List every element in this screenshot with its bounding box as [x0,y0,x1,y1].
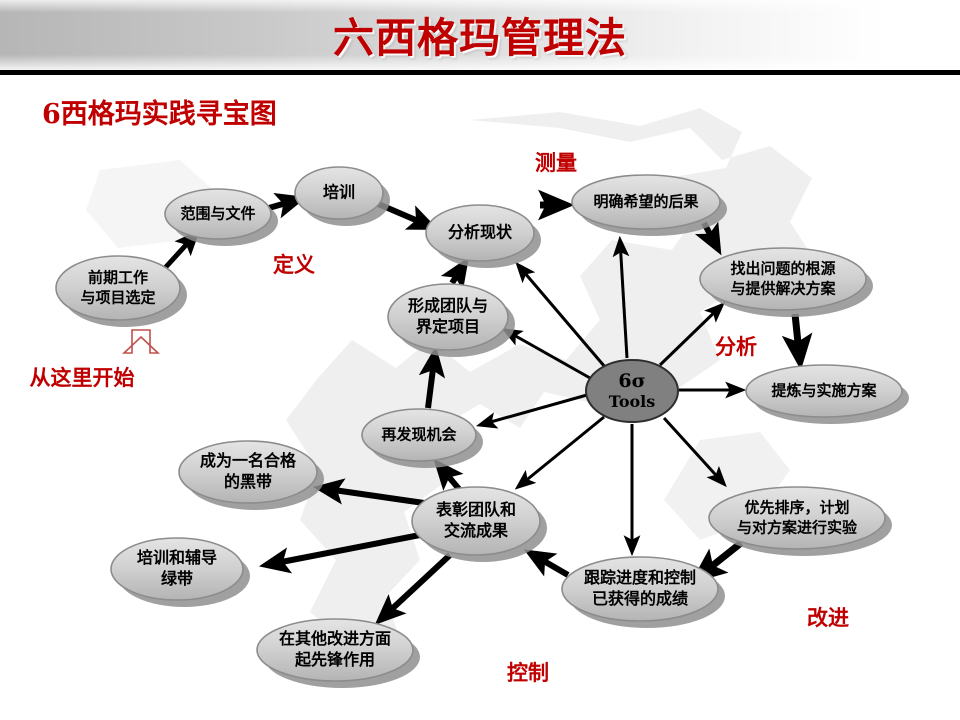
arrow-recognize-to-blackbelt [312,478,425,506]
node-ellipse[interactable] [387,283,509,351]
hub-label-sigma: 6σ [618,370,645,392]
phase-label-improve: 改进 [807,606,849,630]
arrow-recognize-to-pioneer [374,552,453,625]
node-ellipse[interactable] [745,364,903,418]
node-label-line: 绿带 [161,569,193,588]
spoke-hub-to-analyzenow [515,261,607,368]
hub-spoke-group [475,235,747,557]
spoke-hub-to-prioritize [662,416,727,488]
arrow-recognize-to-greenbelt [258,532,421,574]
arrow-formteam-to-analyzenow [440,256,469,291]
node-label-line: 交流成果 [444,521,508,540]
node-label-line: 提炼与实施方案 [771,382,877,400]
spoke-hub-to-rediscover [475,393,588,429]
start-here-marker: 从这里开始 [30,329,161,390]
node-label-line: 的黑带 [224,472,272,491]
spoke-hub-to-rootcause [658,302,726,367]
node-ellipse[interactable] [361,408,477,462]
node-training[interactable]: 培训 [294,166,390,226]
hub-label-tools: Tools [609,392,656,411]
phase-label-analyze: 分析 [715,335,757,359]
arrow-track-to-recognize [523,549,570,578]
node-label-line: 已获得的成绩 [592,589,688,608]
arrow-rediscover-to-formteam [418,345,446,409]
node-label-line: 界定项目 [416,317,480,336]
node-label-line: 再发现机会 [381,426,456,444]
start-here-label: 从这里开始 [30,366,135,390]
node-label-line: 范围与文件 [180,205,255,223]
header-divider [0,70,960,75]
node-ellipse[interactable] [55,255,181,321]
phase-label-measure: 测量 [535,151,577,175]
node-label-line: 形成团队与 [408,296,488,315]
node-label-line: 成为一名合格 [200,451,297,470]
node-label-line: 与项目选定 [80,289,155,307]
node-ellipse[interactable] [425,204,535,262]
up-arrow-outline-icon [121,329,161,354]
subtitle: 6西格玛实践寻宝图 [42,99,277,130]
node-ellipse[interactable] [561,556,719,622]
node-ellipse[interactable] [411,486,541,556]
node-ellipse[interactable] [110,537,244,601]
node-refine-impl[interactable]: 提炼与实施方案 [745,364,909,424]
node-ellipse[interactable] [294,166,384,220]
node-label-line: 明确希望的后果 [593,193,699,211]
node-label-line: 分析现状 [448,223,513,242]
arrow-recognize-to-rediscover [433,458,464,491]
node-label-line: 在其他改进方面 [279,629,391,648]
hub-ellipse[interactable] [585,359,679,423]
spoke-hub-to-cleargoal [612,235,630,359]
node-label-line: 培训和辅导 [137,548,217,567]
spoke-hub-to-formteam [501,327,591,380]
page-title: 六西格玛管理法 [333,14,627,62]
node-label-line: 起先锋作用 [294,650,375,669]
node-label-line: 优先排序，计划 [744,499,849,517]
node-ellipse[interactable] [256,618,414,682]
node-label-line: 表彰团队和 [435,500,516,519]
phase-label-control: 控制 [507,661,549,685]
node-label-line: 培训 [323,183,355,202]
node-label-line: 找出问题的根源 [730,260,835,278]
header-band [0,0,960,70]
node-analyze-now[interactable]: 分析现状 [425,204,541,268]
phase-label-define: 定义 [273,253,315,277]
node-label-line: 跟踪进度和控制 [584,568,696,587]
node-label-line: 与提供解决方案 [730,280,836,298]
node-scope-docs[interactable]: 范围与文件 [164,188,278,246]
node-ellipse[interactable] [164,188,272,240]
node-label-line: 与对方案进行实验 [737,519,858,537]
spoke-hub-to-recognize [514,415,605,490]
node-ellipse[interactable] [178,440,318,504]
node-ellipse[interactable] [699,247,867,311]
node-ellipse[interactable] [571,174,721,230]
node-clear-goal[interactable]: 明确希望的后果 [571,174,727,236]
node-ellipse[interactable] [708,486,886,550]
node-label-line: 前期工作 [88,269,148,287]
arrow-rootcause-to-refine [781,313,813,371]
node-rediscover[interactable]: 再发现机会 [361,408,483,468]
